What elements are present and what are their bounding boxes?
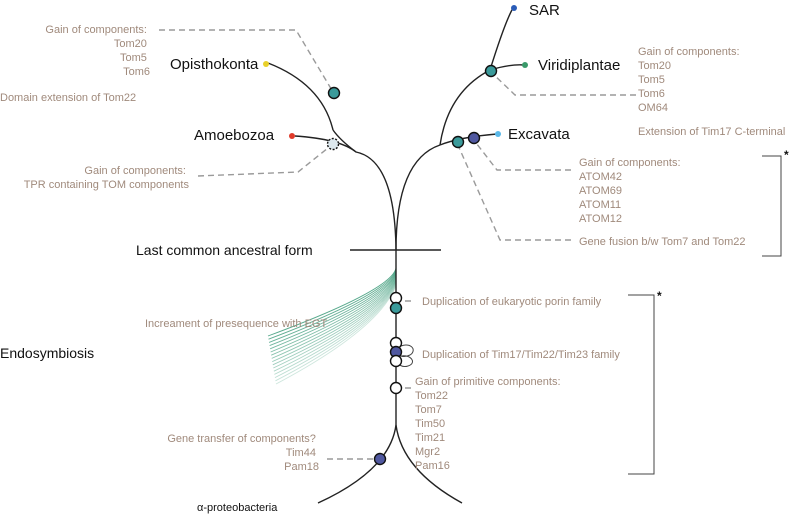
presequence-text: Increament of presequence with EGT <box>145 318 327 330</box>
egt-fan-curve <box>273 279 397 369</box>
clade-viridiplantae: Viridiplantae <box>538 57 620 74</box>
egt-fan-curve <box>269 272 397 350</box>
marker-porin-teal <box>389 301 403 315</box>
leader-lines <box>159 29 636 460</box>
leader-excavata-gain <box>472 138 571 171</box>
alphaproteo-label: α-proteobacteria <box>197 502 278 514</box>
branch-sar <box>489 7 514 71</box>
branch-opisthokonta <box>267 62 334 131</box>
egt-fan-curve <box>268 269 397 340</box>
viridiplantae-dot <box>522 62 528 68</box>
branch-alpha-left <box>317 424 397 504</box>
excavata-gain-text: Gain of components: ATOM42 ATOM69 ATOM11… <box>579 157 684 225</box>
egt-fan-curve <box>268 270 397 343</box>
marker-opisthokonta <box>327 86 341 100</box>
egt-fan <box>267 267 397 385</box>
marker-gene-transfer <box>373 452 387 466</box>
opistho-gain-text: Gain of components: Tom20 Tom5 Tom6 <box>45 24 150 78</box>
clade-opisthokonta: Opisthokonta <box>170 56 259 73</box>
endosymbiosis-label: Endosymbiosis <box>0 345 94 361</box>
gene-transfer-text: Gene transfer of components? Tim44 Pam18 <box>167 433 319 473</box>
marker-primitive <box>389 381 403 395</box>
clade-excavata: Excavata <box>508 126 570 143</box>
bracket-top <box>762 155 782 257</box>
marker-viridiplantae <box>484 64 498 78</box>
egt-fan-curve <box>272 278 397 366</box>
branch-right-main <box>395 144 441 251</box>
leader-opistho-gain <box>159 29 334 93</box>
excavata-dot <box>495 131 501 137</box>
branch-excavata <box>439 133 498 146</box>
marker-tim-white-2 <box>389 354 403 368</box>
sar-dot <box>511 5 517 11</box>
viridi-gain-text: Gain of components: Tom20 Tom5 Tom6 OM64 <box>638 46 743 114</box>
tree-branches <box>267 7 525 504</box>
branch-right-upper <box>439 69 491 146</box>
egt-fan-curve <box>271 276 397 359</box>
star-top: * <box>784 148 789 162</box>
amoebo-gain-text: Gain of components: TPR containing TOM c… <box>24 165 190 191</box>
marker-excavata-teal <box>451 135 465 149</box>
egt-fan-curve <box>274 282 397 375</box>
tim-family-text: Duplication of Tim17/Tim22/Tim23 family <box>422 349 620 361</box>
clade-sar: SAR <box>529 2 560 19</box>
egt-fan-curve <box>274 283 397 379</box>
star-bottom: * <box>657 289 662 303</box>
marker-excavata-navy <box>467 131 481 145</box>
egt-fan-curve <box>272 277 397 363</box>
egt-fan-curve <box>269 271 397 347</box>
porin-text: Duplication of eukaryotic porin family <box>422 296 602 308</box>
leader-viridi-gain <box>489 70 636 96</box>
amoebozoa-dot <box>289 133 295 139</box>
egt-fan-curve <box>270 273 397 353</box>
leader-gene-fusion <box>456 142 571 241</box>
opistho-domain-text: Domain extension of Tom22 <box>0 92 136 104</box>
bracket-bottom <box>628 294 655 475</box>
egt-fan-curve <box>273 281 397 372</box>
excavata-ext-text: Extension of Tim17 C-terminal <box>638 126 785 138</box>
gene-fusion-text: Gene fusion b/w Tom7 and Tom22 <box>579 236 746 248</box>
branch-left-main <box>332 129 397 251</box>
egt-fan-curve <box>267 267 397 337</box>
lca-label: Last common ancestral form <box>136 242 313 258</box>
clade-amoebozoa: Amoebozoa <box>194 127 275 144</box>
opisthokonta-dot <box>263 61 269 67</box>
egt-fan-curve <box>271 275 397 356</box>
event-markers <box>326 64 498 466</box>
branch-alpha-right <box>395 424 463 504</box>
primitive-text: Gain of primitive components: Tom22 Tom7… <box>415 376 564 472</box>
leader-amoebo-gain <box>197 143 334 177</box>
marker-amoebozoa <box>326 137 340 151</box>
